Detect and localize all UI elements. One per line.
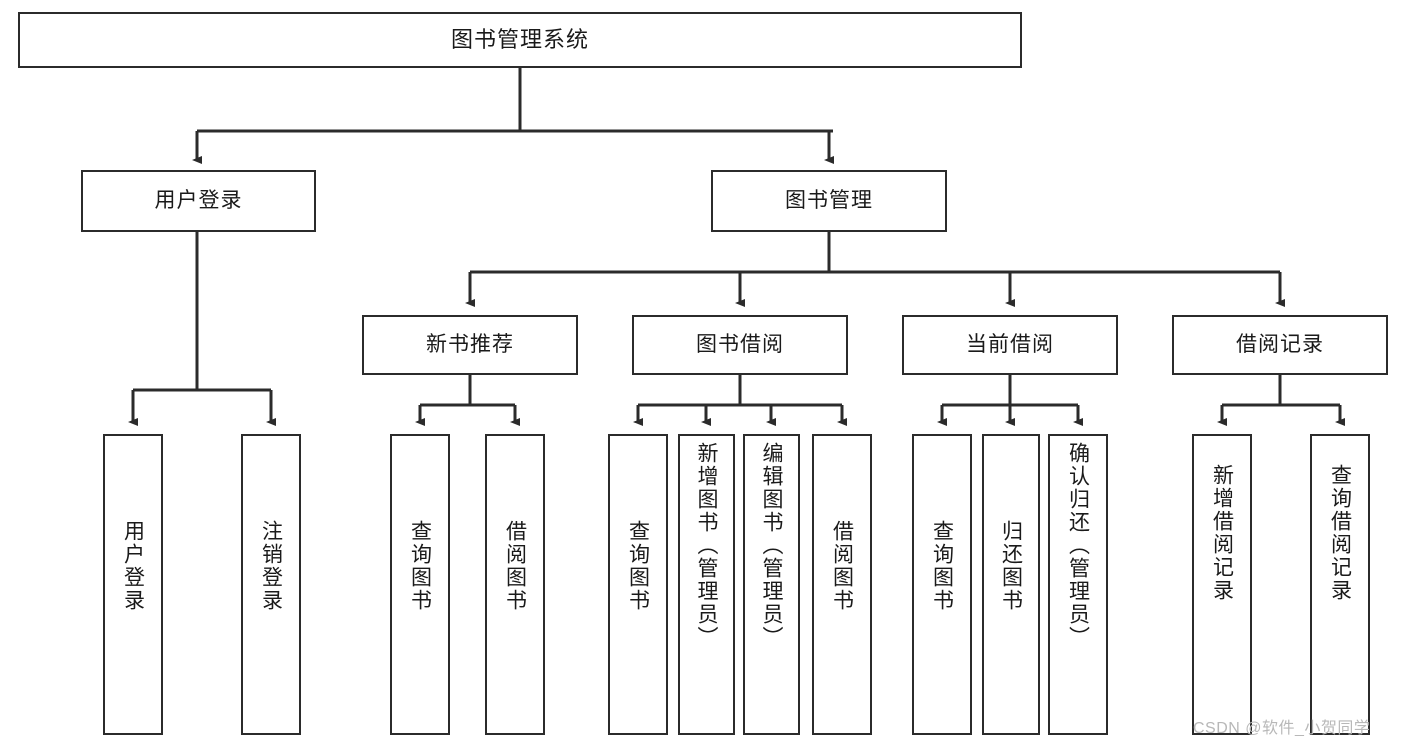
node-borrow-record[interactable]: 借阅记录 xyxy=(1172,315,1388,375)
leaf-user-login-signout[interactable]: 注销登录 xyxy=(241,434,301,735)
leaf-current-confirm-return-admin[interactable]: 确认归还（管理员） xyxy=(1048,434,1108,735)
node-label: 归还图书 xyxy=(999,520,1023,612)
leaf-borrow-query-book[interactable]: 查询图书 xyxy=(608,434,668,735)
node-user-login[interactable]: 用户登录 xyxy=(81,170,316,232)
leaf-borrow-borrow-book[interactable]: 借阅图书 xyxy=(812,434,872,735)
node-new-book-recommend[interactable]: 新书推荐 xyxy=(362,315,578,375)
node-label: 图书管理 xyxy=(785,188,873,212)
leaf-user-login-signin[interactable]: 用户登录 xyxy=(103,434,163,735)
node-label: 用户登录 xyxy=(121,520,145,612)
leaf-record-query-record[interactable]: 查询借阅记录 xyxy=(1310,434,1370,735)
node-label: 借阅记录 xyxy=(1236,332,1324,356)
node-label: 编辑图书（管理员） xyxy=(760,442,783,649)
node-label: 查询借阅记录 xyxy=(1328,464,1352,602)
node-label: 新增图书（管理员） xyxy=(695,442,718,649)
node-label: 确认归还（管理员） xyxy=(1066,442,1090,649)
node-book-borrow[interactable]: 图书借阅 xyxy=(632,315,848,375)
leaf-borrow-add-book-admin[interactable]: 新增图书（管理员） xyxy=(678,434,735,735)
node-label: 新增借阅记录 xyxy=(1210,464,1234,602)
node-label: 借阅图书 xyxy=(503,520,527,612)
leaf-borrow-edit-book-admin[interactable]: 编辑图书（管理员） xyxy=(743,434,800,735)
node-label: 借阅图书 xyxy=(830,520,854,612)
node-label: 新书推荐 xyxy=(426,332,514,356)
leaf-current-return-book[interactable]: 归还图书 xyxy=(982,434,1040,735)
node-label: 查询图书 xyxy=(930,520,954,612)
node-label: 查询图书 xyxy=(626,520,650,612)
watermark-text: CSDN @软件_小贺同学 xyxy=(1193,720,1371,737)
node-root-system[interactable]: 图书管理系统 xyxy=(18,12,1022,68)
node-label: 当前借阅 xyxy=(966,332,1054,356)
leaf-record-add-record[interactable]: 新增借阅记录 xyxy=(1192,434,1252,735)
node-label: 图书管理系统 xyxy=(450,27,589,53)
leaf-new-book-query[interactable]: 查询图书 xyxy=(390,434,450,735)
node-current-borrow[interactable]: 当前借阅 xyxy=(902,315,1118,375)
node-label: 注销登录 xyxy=(259,520,283,612)
node-label: 查询图书 xyxy=(408,520,432,612)
node-book-management[interactable]: 图书管理 xyxy=(711,170,947,232)
node-label: 用户登录 xyxy=(154,188,243,212)
node-label: 图书借阅 xyxy=(696,332,784,356)
leaf-current-query-book[interactable]: 查询图书 xyxy=(912,434,972,735)
leaf-new-book-borrow[interactable]: 借阅图书 xyxy=(485,434,545,735)
